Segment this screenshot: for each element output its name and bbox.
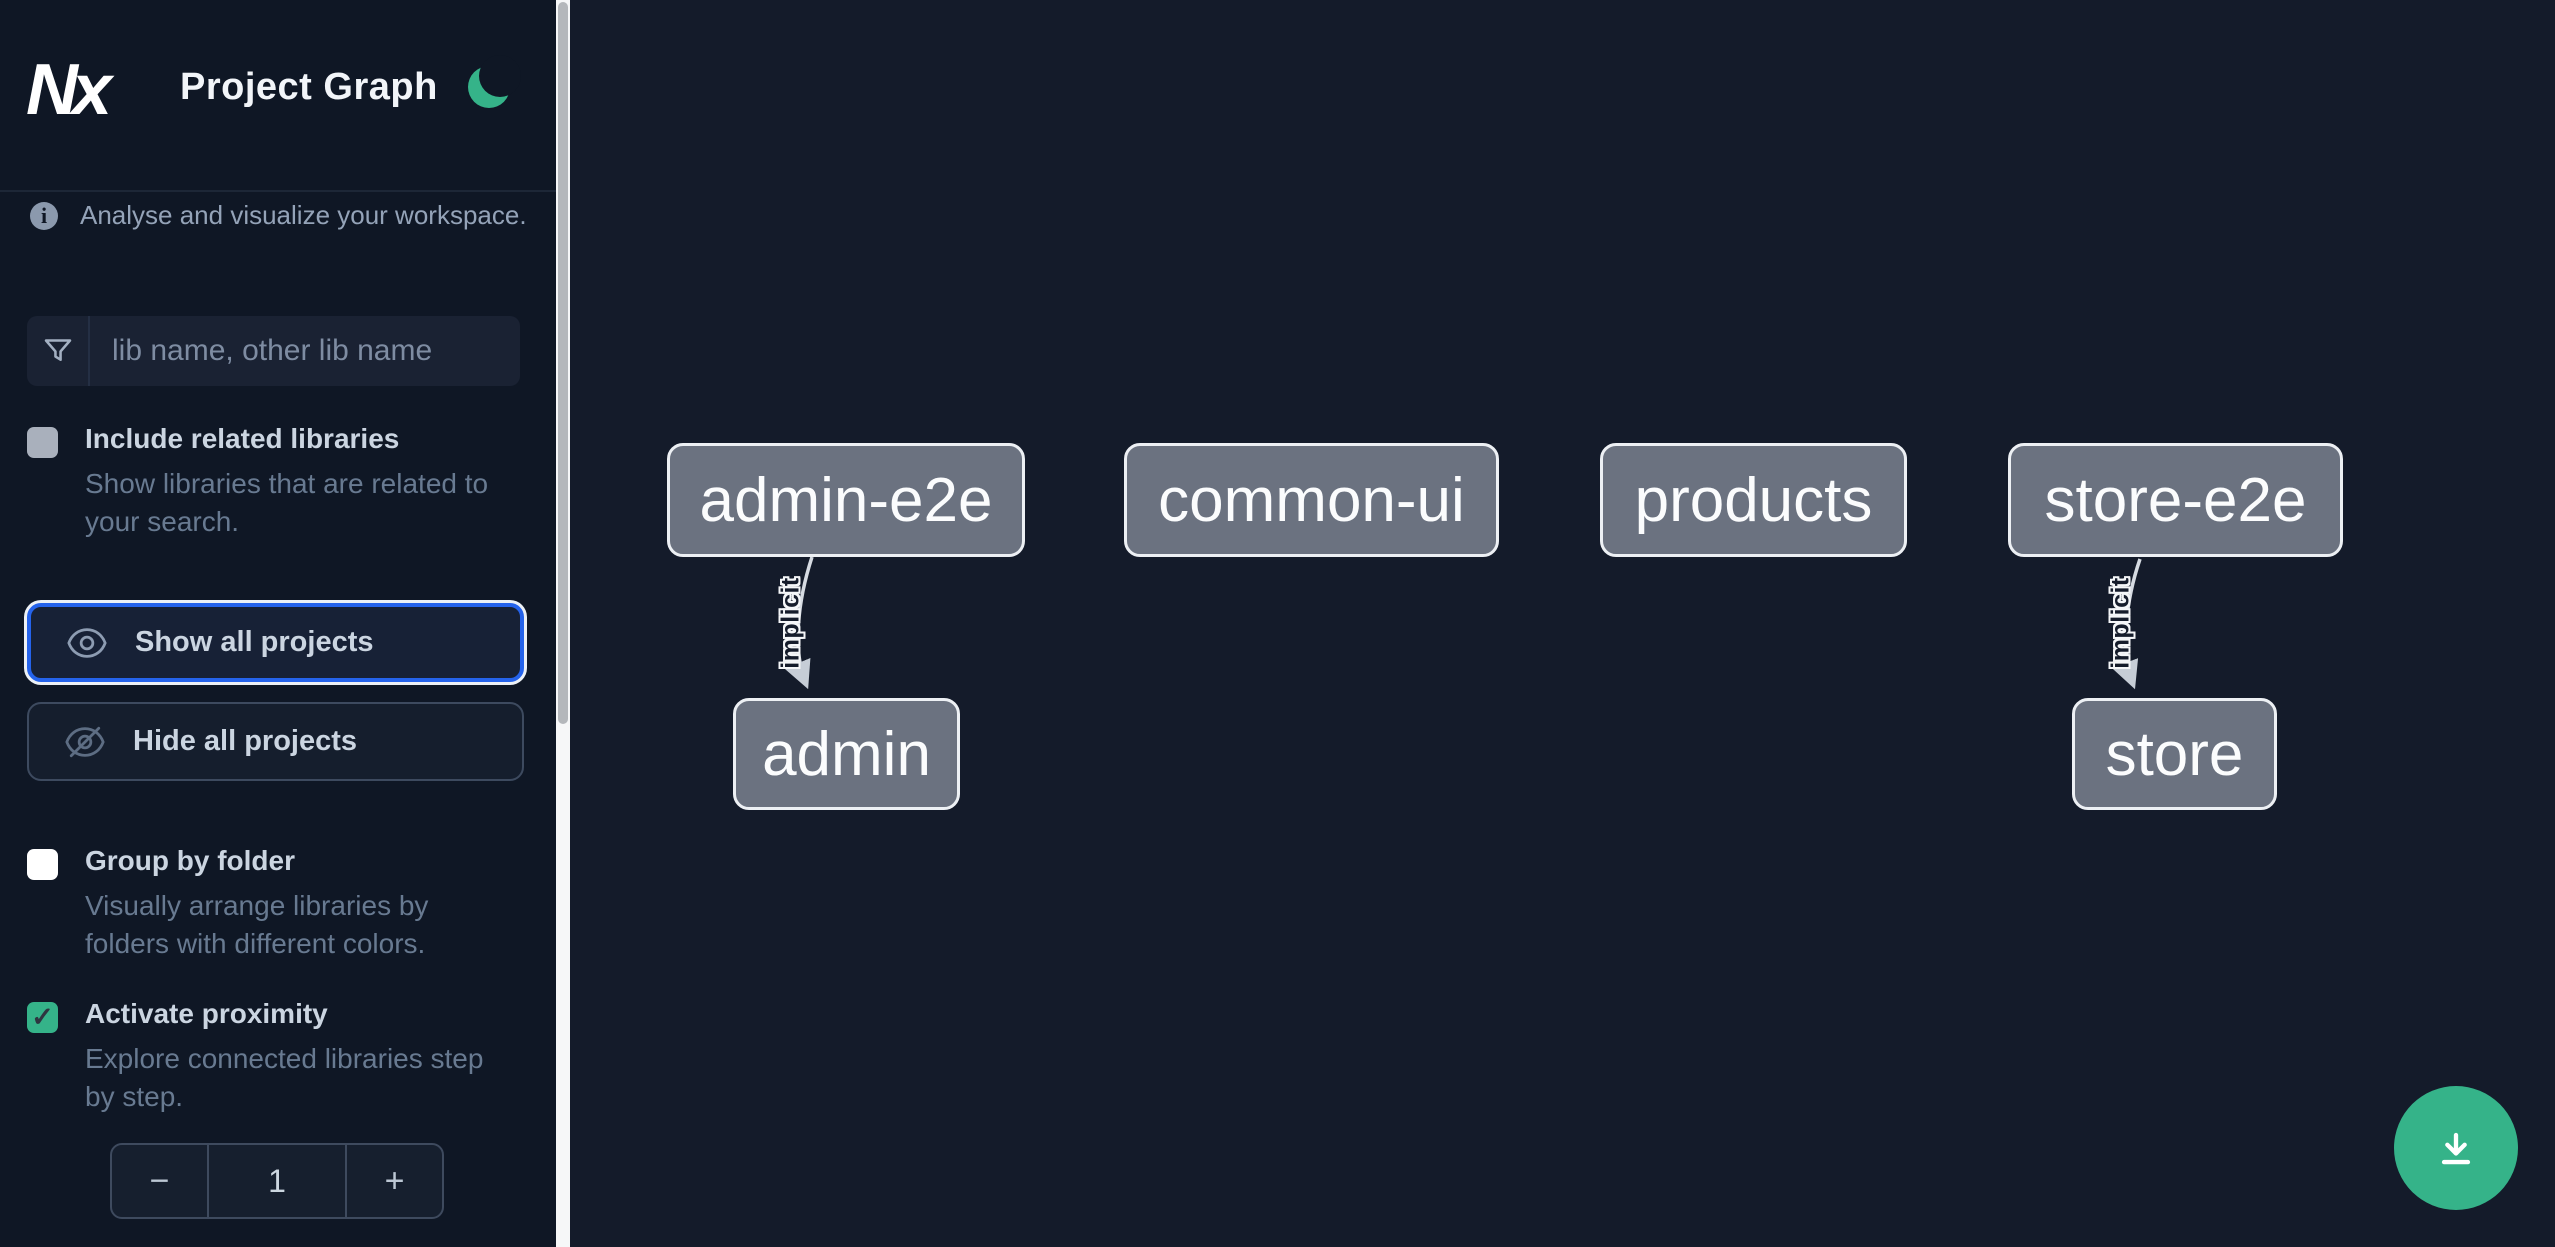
edge-label-implicit: implicit [2106, 577, 2135, 669]
option-label[interactable]: Include related libraries [85, 423, 400, 454]
filter-input[interactable] [90, 316, 520, 386]
project-node-products[interactable]: products [1600, 443, 1907, 557]
nx-logo: Nx [26, 50, 112, 130]
project-node-admin-e2e[interactable]: admin-e2e [667, 443, 1025, 557]
show-all-projects-label: Show all projects [135, 626, 374, 658]
project-node-admin[interactable]: admin [733, 698, 960, 810]
info-icon: i [30, 201, 58, 230]
project-filter [27, 316, 520, 386]
stepper-value: 1 [268, 1162, 286, 1199]
project-node-common-ui[interactable]: common-ui [1124, 443, 1499, 557]
download-icon [2441, 1132, 2471, 1165]
hide-all-projects-label: Hide all projects [133, 725, 358, 757]
option-label[interactable]: Activate proximity [85, 998, 328, 1029]
tagline-text: Analyse and visualize your workspace. [80, 200, 527, 230]
project-node-store-e2e[interactable]: store-e2e [2008, 443, 2343, 557]
sidebar: Nx Project Graph i Analyse and visualize… [0, 0, 556, 1247]
eye-icon [67, 627, 107, 658]
project-node-store[interactable]: store [2072, 698, 2277, 810]
edge-label-implicit: implicit [776, 577, 805, 669]
option-description: Show libraries that are related to your … [85, 468, 489, 537]
dependency-edges [784, 556, 2142, 690]
edge-store-e2e-to-store [2111, 558, 2142, 690]
option-label[interactable]: Group by folder [85, 845, 295, 876]
proximity-depth-stepper: − 1 + [110, 1143, 444, 1219]
page-title: Project Graph [180, 66, 438, 108]
eye-off-icon [65, 726, 105, 757]
activate-proximity-checkbox[interactable]: ✓ [27, 1002, 58, 1033]
option-description: Explore connected libraries step by step… [85, 1043, 484, 1112]
graph-canvas[interactable]: implicit implicit admin-e2e common-ui pr… [570, 0, 2555, 1247]
option-description: Visually arrange libraries by folders wi… [85, 890, 429, 959]
theme-toggle-moon-icon[interactable] [468, 55, 521, 108]
decrement-button[interactable]: − [112, 1145, 209, 1217]
workspace-tagline: i Analyse and visualize your workspace. [30, 200, 527, 231]
sidebar-scrollbar[interactable] [556, 0, 570, 1247]
increment-button[interactable]: + [345, 1145, 442, 1217]
show-all-projects-button[interactable]: Show all projects [27, 603, 524, 682]
group-by-folder-checkbox[interactable] [27, 849, 58, 880]
include-related-checkbox[interactable] [27, 427, 58, 458]
hide-all-projects-button[interactable]: Hide all projects [27, 702, 524, 781]
scrollbar-thumb[interactable] [558, 2, 568, 724]
funnel-icon [27, 316, 90, 386]
header-divider [0, 190, 556, 192]
edge-admin-e2e-to-admin [784, 556, 814, 690]
download-graph-button[interactable] [2394, 1086, 2518, 1210]
